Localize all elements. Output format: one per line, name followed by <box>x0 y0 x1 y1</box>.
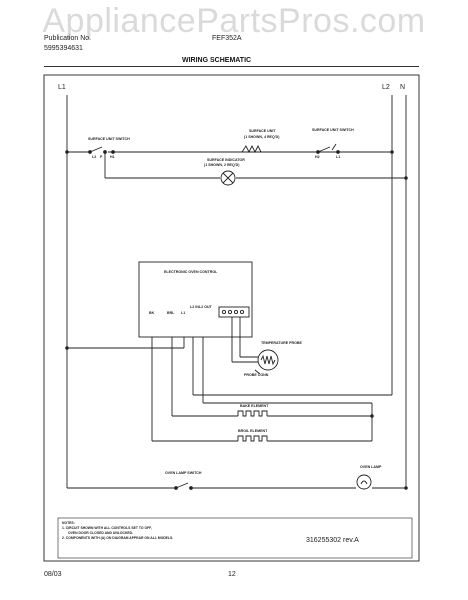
surface-indicator-spec: (1 SHOWN, 2 REQ'D) <box>204 163 240 167</box>
temperature-probe-label: TEMPERATURE PROBE <box>261 341 302 345</box>
switch-terminal-h1: H1 <box>110 155 115 159</box>
control-terminal-l2-out: L2 OUT <box>199 305 212 309</box>
model-number: FEF352A <box>212 35 242 42</box>
oven-lamp-label: OVEN LAMP <box>360 465 382 469</box>
document-number: 316255302 rev.A <box>306 537 359 544</box>
control-terminal-l2-in: L2 IN <box>190 305 199 309</box>
footer-date: 08/03 <box>44 571 62 578</box>
diagram-border <box>43 74 420 562</box>
surface-indicator-label: SURFACE INDICATOR <box>207 158 245 162</box>
surface-unit-switch-right-label: SURFACE UNIT SWITCH <box>312 128 354 132</box>
control-terminal-bk: BK <box>149 311 155 315</box>
notes-heading: NOTES: <box>62 521 75 525</box>
surface-unit-label: SURFACE UNIT <box>249 129 276 133</box>
surface-unit-spec: (1 SHOWN, 4 REQ'D) <box>244 135 280 139</box>
publication-label: Publication No. <box>44 35 92 42</box>
page-title: WIRING SCHEMATIC <box>182 57 252 64</box>
switch-terminal-p: P <box>100 155 103 159</box>
neutral-label: N <box>400 84 406 91</box>
note-line-2: OVEN DOOR CLOSED AND UNLOCKED. <box>68 531 134 535</box>
header-rule <box>44 66 419 67</box>
l2-label: L2 <box>382 84 390 91</box>
publication-number: 5995394631 <box>44 45 83 52</box>
control-terminal-l1: L1 <box>181 311 186 315</box>
watermark: AppliancePartsPros.com <box>42 2 426 40</box>
switch-terminal-l1: L1 <box>336 155 341 159</box>
note-line-3: 2. COMPONENTS WITH (A) ON DIAGRAM APPEAR… <box>62 536 174 540</box>
oven-lamp-switch-label: OVEN LAMP SWITCH <box>165 471 202 475</box>
surface-unit-switch-left-label: SURFACE UNIT SWITCH <box>88 137 130 141</box>
switch-terminal-l2: L2 <box>92 155 97 159</box>
broil-element-label: BROIL ELEMENT <box>238 429 268 433</box>
note-line-1: 1. CIRCUIT SHOWN WITH ALL CONTROLS SET T… <box>62 526 152 530</box>
bake-element-label: BAKE ELEMENT <box>240 404 269 408</box>
oven-control-label: ELECTRONIC OVEN CONTROL <box>164 270 218 274</box>
switch-terminal-h2: H2 <box>315 155 320 159</box>
notes: NOTES: 1. CIRCUIT SHOWN WITH ALL CONTROL… <box>62 521 173 541</box>
page-number: 12 <box>228 571 236 578</box>
l1-label: L1 <box>58 84 66 91</box>
control-terminal-brl: BRL <box>167 311 175 315</box>
probe-connector-label: PROBE CONN <box>244 373 269 377</box>
oven-control-box <box>138 261 253 338</box>
